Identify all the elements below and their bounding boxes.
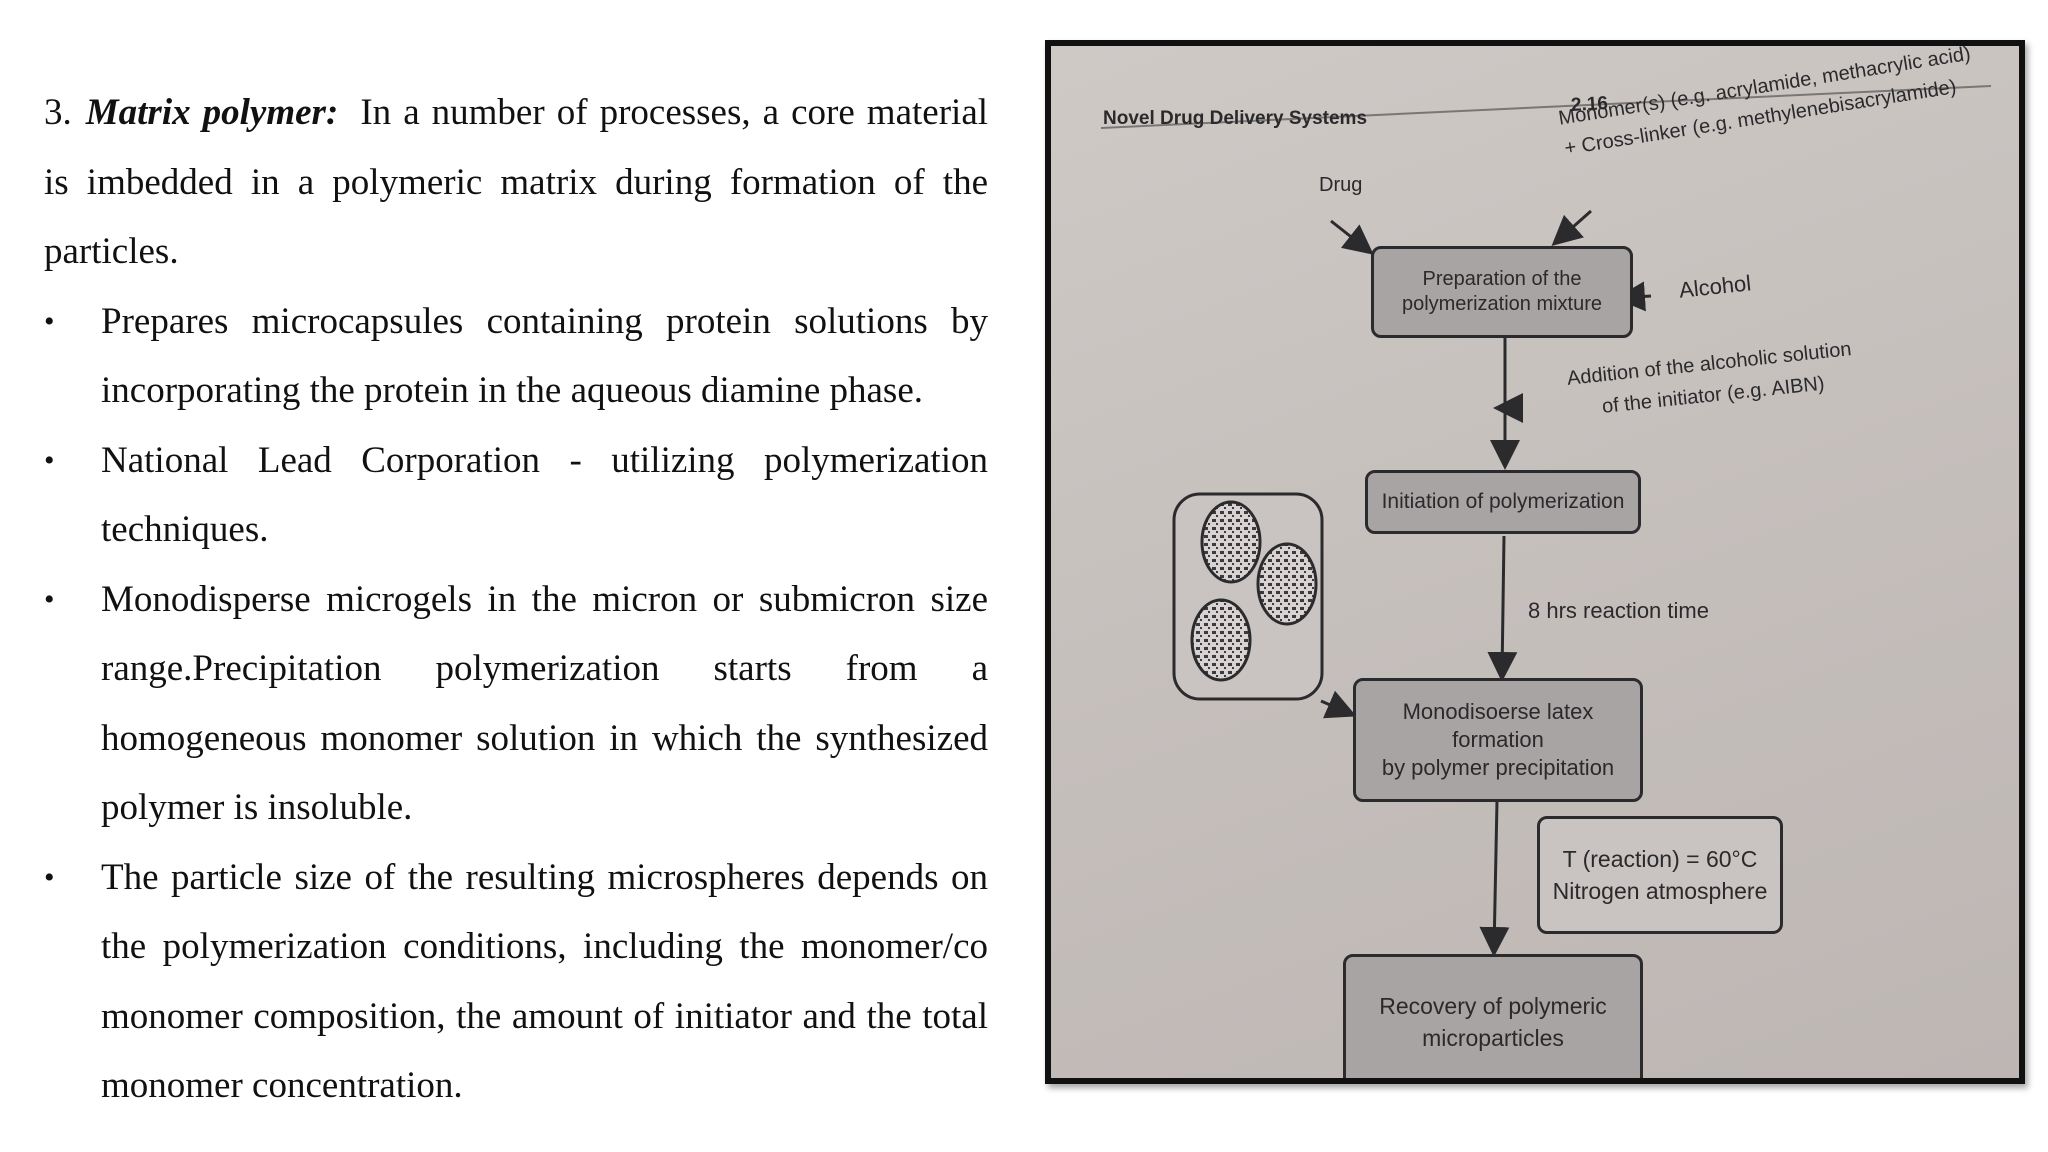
header-rule [1100,85,1992,129]
flowchart-connectors [1100,85,1992,957]
reaction-conditions-box: T (reaction) = 60°C Nitrogen atmosphere [1537,816,1783,934]
preparation-box: Preparation of the polymerization mixtur… [1371,246,1633,338]
latex-line-2: formation [1452,727,1544,752]
list-item: • National Lead Corporation - utilizing … [44,426,988,565]
bullet-icon: • [44,304,55,338]
particle-2 [1256,542,1318,626]
recovery-line-1: Recovery of polymeric [1379,993,1607,1019]
section-number: 3. [44,92,72,133]
list-item: • Monodisperse microgels in the micron o… [44,565,988,843]
flowchart-figure: Novel Drug Delivery Systems 2.16 Drug Mo… [1045,40,2025,1084]
preparation-line-2: polymerization mixture [1401,293,1603,315]
particle-3 [1190,598,1252,682]
drug-label: Drug [1319,174,1363,196]
particle-1 [1200,500,1262,584]
particles-arrow [1320,690,1357,719]
list-item: • The particle size of the resulting mic… [44,843,988,1121]
bullet-list: • Prepares microcapsules containing prot… [44,287,988,1121]
latex-line-1: Monodisoerse latex [1402,699,1594,724]
text-column: 3. Matrix polymer: In a number of process… [44,78,988,1121]
figure-header-title: Novel Drug Delivery Systems [1103,108,1368,129]
section-paragraph: 3. Matrix polymer: In a number of process… [44,78,988,287]
bullet-text: The particle size of the resulting micro… [101,856,988,1107]
conditions-line-1: T (reaction) = 60°C [1562,846,1758,872]
bullet-icon: • [44,582,55,616]
drug-arrow [1330,219,1374,255]
recovery-box: Recovery of polymeric microparticles [1343,954,1643,1078]
bullet-text: Monodisperse microgels in the micron or … [101,578,988,829]
latex-formation-box: Monodisoerse latex formation by polymer … [1353,678,1643,802]
bullet-icon: • [44,860,55,894]
recovery-line-2: microparticles [1422,1025,1564,1051]
preparation-line-1: Preparation of the [1422,268,1582,290]
bullet-text: National Lead Corporation - utilizing po… [101,439,988,551]
section-intro: In a number of processes, a core materia… [44,92,989,272]
section-title: Matrix polymer: [85,92,339,133]
arrow-to-recovery [1479,800,1510,957]
initiation-box: Initiation of polymerization [1365,470,1641,534]
latex-line-3: by polymer precipitation [1381,755,1615,780]
list-item: • Prepares microcapsules containing prot… [44,287,988,426]
conditions-line-2: Nitrogen atmosphere [1552,878,1768,904]
monomer-arrow [1551,209,1592,246]
reaction-time-label: 8 hrs reaction time [1528,598,1709,623]
bullet-icon: • [44,443,55,477]
bullet-text: Prepares microcapsules containing protei… [101,300,988,412]
arrow-to-latex [1487,535,1518,682]
